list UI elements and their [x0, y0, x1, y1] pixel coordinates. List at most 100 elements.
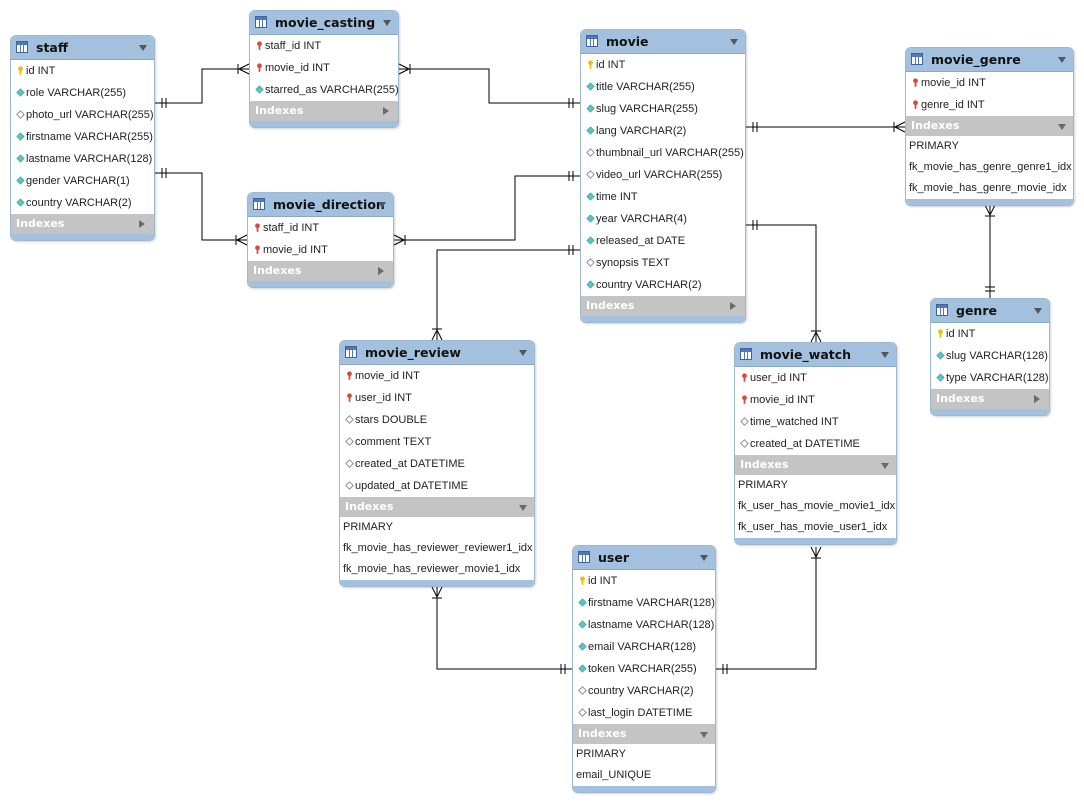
column-row[interactable]: country VARCHAR(2)	[581, 274, 745, 296]
relationship-movie-movie-genre[interactable]	[746, 121, 906, 133]
column-row[interactable]: staff_id INT	[250, 35, 398, 57]
column-row[interactable]: user_id INT	[735, 367, 896, 389]
index-row[interactable]: fk_user_has_movie_user1_idx	[738, 521, 888, 533]
column-row[interactable]: updated_at DATETIME	[340, 475, 534, 497]
table-header[interactable]: movie_casting	[250, 11, 398, 35]
column-row[interactable]: lastname VARCHAR(128)	[573, 614, 715, 636]
column-row[interactable]: photo_url VARCHAR(255)	[11, 104, 154, 126]
column-row[interactable]: firstname VARCHAR(255)	[11, 126, 154, 148]
indexes-section-header[interactable]: Indexes	[340, 497, 534, 517]
index-row[interactable]: PRIMARY	[576, 748, 626, 760]
index-row[interactable]: fk_movie_has_reviewer_movie1_idx	[343, 563, 521, 575]
collapse-toggle-icon[interactable]	[378, 202, 386, 208]
expanded-arrow-icon[interactable]	[881, 463, 889, 469]
collapsed-arrow-icon[interactable]	[1034, 395, 1040, 403]
table-header[interactable]: movie_watch	[735, 343, 896, 367]
column-row[interactable]: time INT	[581, 186, 745, 208]
collapse-toggle-icon[interactable]	[1034, 308, 1042, 314]
column-row[interactable]: staff_id INT	[248, 217, 393, 239]
relationship-movie-movie-casting[interactable]	[398, 63, 580, 108]
index-row[interactable]: fk_movie_has_genre_genre1_idx	[909, 161, 1072, 173]
collapse-toggle-icon[interactable]	[1058, 57, 1066, 63]
column-row[interactable]: id INT	[581, 54, 745, 76]
index-row[interactable]: fk_movie_has_genre_movie_idx	[909, 182, 1067, 194]
column-row[interactable]: id INT	[573, 570, 715, 592]
table-header[interactable]: movie_genre	[906, 48, 1073, 72]
collapse-toggle-icon[interactable]	[700, 555, 708, 561]
index-row[interactable]: fk_user_has_movie_movie1_idx	[738, 500, 896, 512]
column-row[interactable]: firstname VARCHAR(128)	[573, 592, 715, 614]
column-row[interactable]: genre_id INT	[906, 94, 1073, 116]
relationship-movie-movie-watch[interactable]	[746, 220, 822, 343]
column-row[interactable]: created_at DATETIME	[735, 433, 896, 455]
relationship-genre-movie-genre[interactable]	[984, 204, 996, 298]
indexes-section-header[interactable]: Indexes	[11, 214, 154, 234]
column-row[interactable]: movie_id INT	[250, 57, 398, 79]
column-row[interactable]: email VARCHAR(128)	[573, 636, 715, 658]
column-row[interactable]: movie_id INT	[248, 239, 393, 261]
collapsed-arrow-icon[interactable]	[383, 107, 389, 115]
expanded-arrow-icon[interactable]	[1058, 124, 1066, 130]
column-row[interactable]: last_login DATETIME	[573, 702, 715, 724]
indexes-section-header[interactable]: Indexes	[581, 296, 745, 316]
collapsed-arrow-icon[interactable]	[139, 220, 145, 228]
column-row[interactable]: lastname VARCHAR(128)	[11, 148, 154, 170]
column-row[interactable]: title VARCHAR(255)	[581, 76, 745, 98]
indexes-section-header[interactable]: Indexes	[248, 261, 393, 281]
indexes-section-header[interactable]: Indexes	[250, 101, 398, 121]
expanded-arrow-icon[interactable]	[700, 732, 708, 738]
column-row[interactable]: year VARCHAR(4)	[581, 208, 745, 230]
column-row[interactable]: released_at DATE	[581, 230, 745, 252]
column-row[interactable]: gender VARCHAR(1)	[11, 170, 154, 192]
column-row[interactable]: created_at DATETIME	[340, 453, 534, 475]
column-row[interactable]: country VARCHAR(2)	[573, 680, 715, 702]
column-row[interactable]: video_url VARCHAR(255)	[581, 164, 745, 186]
relationship-staff-movie-casting[interactable]	[155, 63, 250, 108]
column-row[interactable]: id INT	[931, 323, 1049, 345]
indexes-section-header[interactable]: Indexes	[931, 389, 1049, 409]
column-row[interactable]: movie_id INT	[906, 72, 1073, 94]
indexes-section-header[interactable]: Indexes	[573, 724, 715, 744]
index-row[interactable]: PRIMARY	[909, 140, 959, 152]
column-row[interactable]: slug VARCHAR(255)	[581, 98, 745, 120]
table-header[interactable]: movie_direction	[248, 193, 393, 217]
column-row[interactable]: movie_id INT	[735, 389, 896, 411]
table-header[interactable]: user	[573, 546, 715, 570]
relationship-movie-movie-direction[interactable]	[393, 171, 580, 246]
collapse-toggle-icon[interactable]	[139, 45, 147, 51]
relationship-user-movie-review[interactable]	[431, 586, 572, 674]
column-row[interactable]: id INT	[11, 60, 154, 82]
relationship-staff-movie-direction[interactable]	[155, 168, 248, 246]
relationship-movie-movie-review[interactable]	[431, 245, 580, 341]
column-row[interactable]: comment TEXT	[340, 431, 534, 453]
column-row[interactable]: type VARCHAR(128)	[931, 367, 1049, 389]
column-row[interactable]: token VARCHAR(255)	[573, 658, 715, 680]
collapsed-arrow-icon[interactable]	[730, 302, 736, 310]
table-header[interactable]: genre	[931, 299, 1049, 323]
column-row[interactable]: thumbnail_url VARCHAR(255)	[581, 142, 745, 164]
table-header[interactable]: movie_review	[340, 341, 534, 365]
column-row[interactable]: slug VARCHAR(128)	[931, 345, 1049, 367]
column-row[interactable]: time_watched INT	[735, 411, 896, 433]
column-row[interactable]: stars DOUBLE	[340, 409, 534, 431]
indexes-section-header[interactable]: Indexes	[906, 116, 1073, 136]
column-row[interactable]: role VARCHAR(255)	[11, 82, 154, 104]
collapse-toggle-icon[interactable]	[383, 20, 391, 26]
relationship-user-movie-watch[interactable]	[716, 546, 822, 674]
indexes-section-header[interactable]: Indexes	[735, 455, 896, 475]
collapsed-arrow-icon[interactable]	[378, 267, 384, 275]
table-header[interactable]: staff	[11, 36, 154, 60]
column-row[interactable]: synopsis TEXT	[581, 252, 745, 274]
collapse-toggle-icon[interactable]	[881, 352, 889, 358]
index-row[interactable]: fk_movie_has_reviewer_reviewer1_idx	[343, 542, 533, 554]
column-row[interactable]: country VARCHAR(2)	[11, 192, 154, 214]
collapse-toggle-icon[interactable]	[519, 350, 527, 356]
